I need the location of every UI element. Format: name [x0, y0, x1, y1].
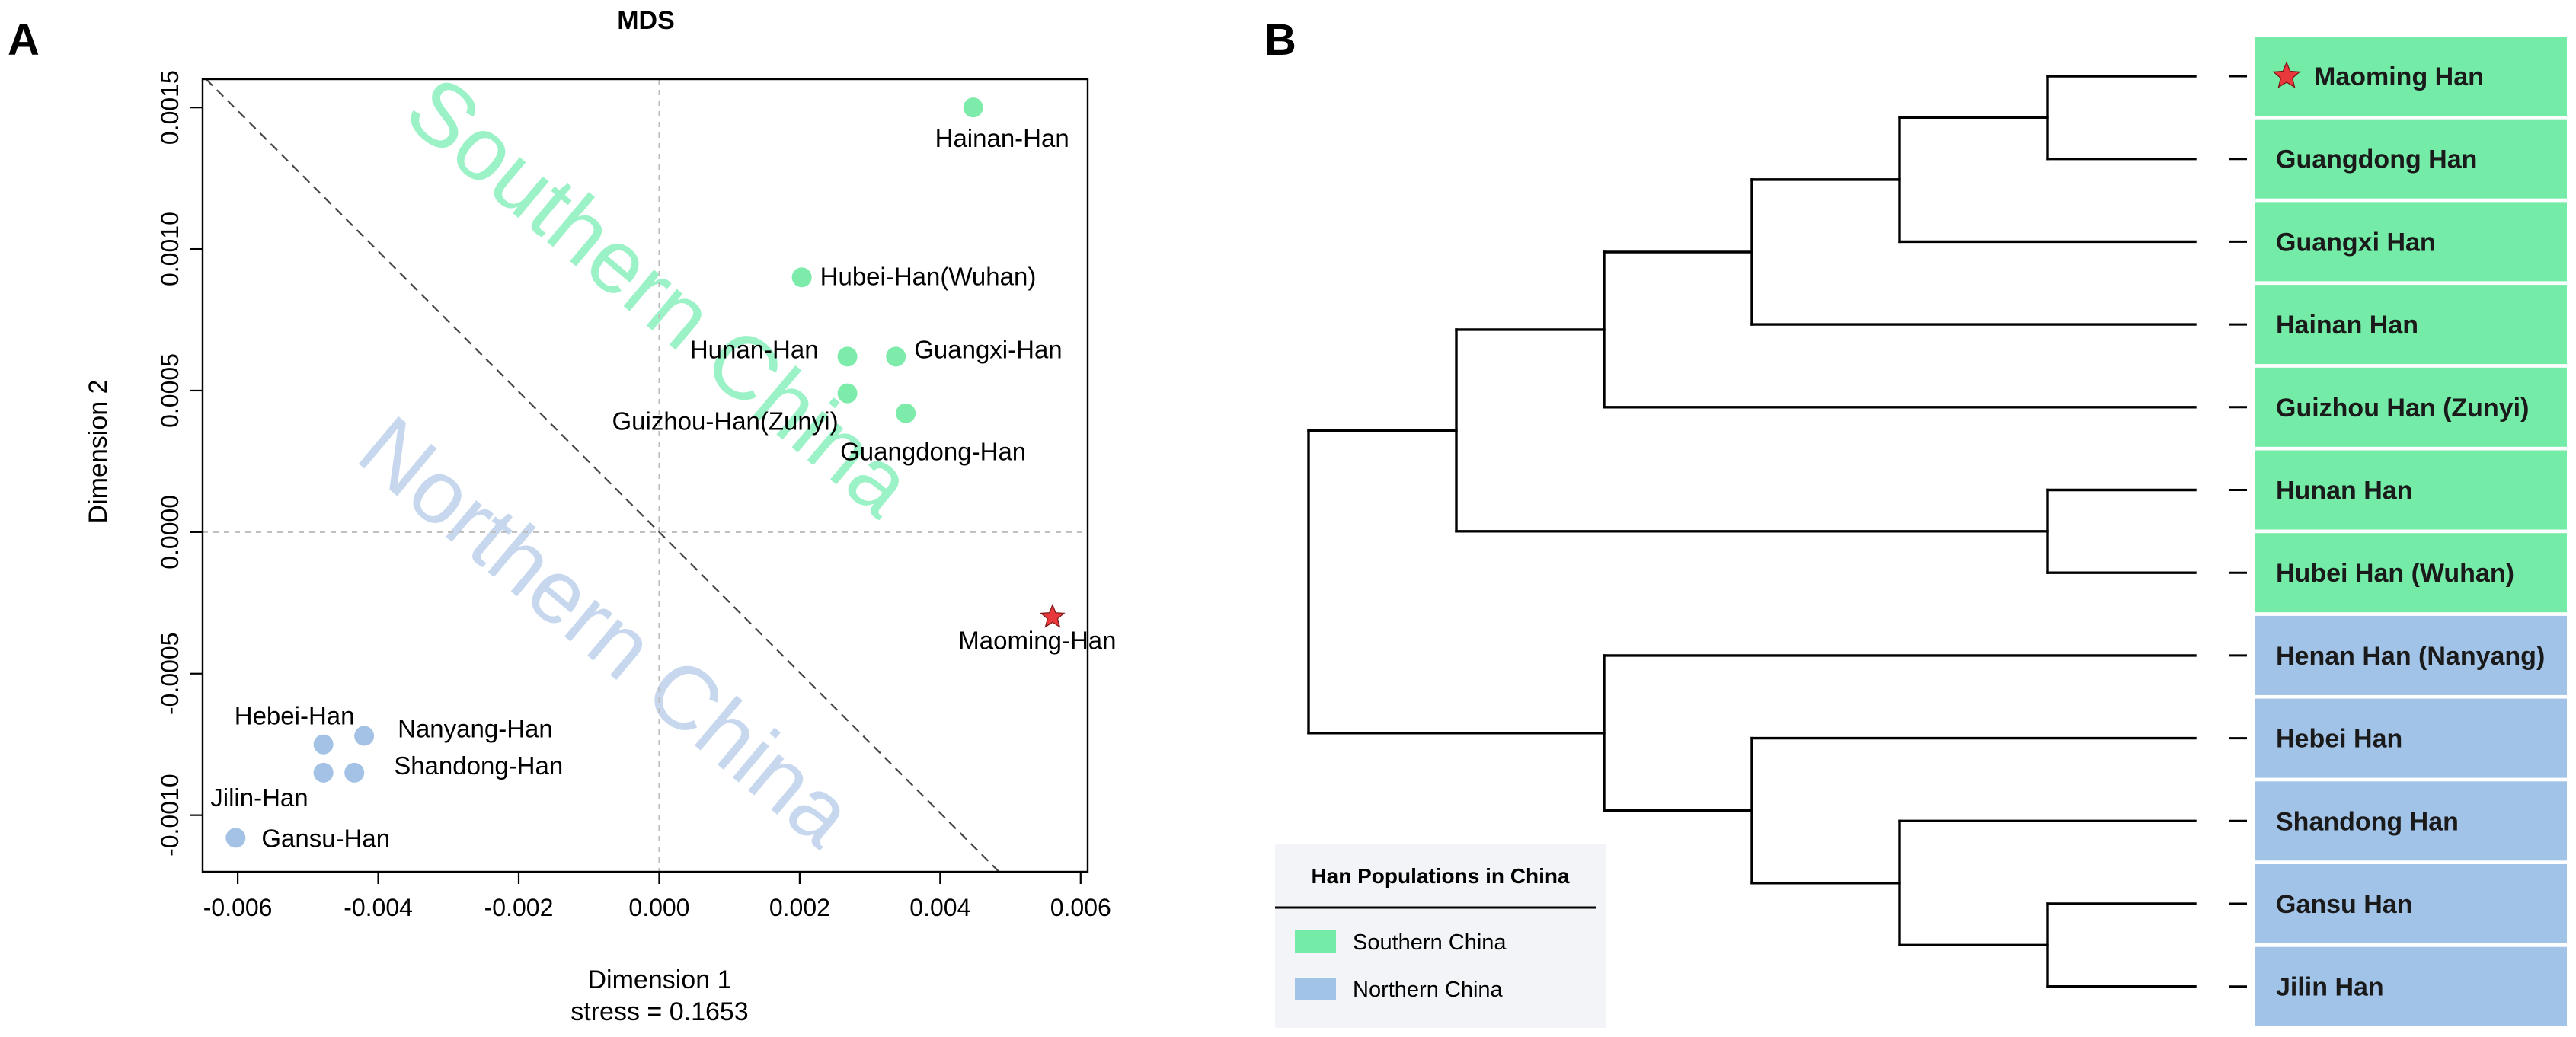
- x-axis-label: Dimension 1: [588, 965, 732, 994]
- point-nanyang-han: [354, 726, 375, 746]
- legend-swatch-northern: [1295, 978, 1336, 1000]
- leaf-strip-hainan-han: [2255, 285, 2567, 365]
- x-tick-label: -0.004: [344, 894, 413, 921]
- panel-a-letter: A: [8, 15, 40, 65]
- legend: Han Populations in China Southern China …: [1275, 844, 1606, 1028]
- point-hunan-han: [837, 346, 858, 367]
- plot-frame: [201, 78, 1089, 873]
- leaf-label-hunan-han: Hunan Han: [2276, 477, 2412, 506]
- point-label-guizhou-han-zunyi: Guizhou-Han(Zunyi): [612, 407, 838, 436]
- point-hebei-han: [313, 734, 334, 755]
- leaf-label-hubei-han-wuhan: Hubei Han (Wuhan): [2276, 559, 2514, 588]
- y-tick-label: 0.0000: [156, 495, 184, 570]
- leaf-label-guangdong-han: Guangdong Han: [2276, 145, 2477, 174]
- point-guangdong-han: [896, 403, 916, 423]
- stress-note: stress = 0.1653: [570, 997, 748, 1026]
- leaf-strip-guangdong-han: [2255, 119, 2567, 199]
- point-star-maoming-han: [1040, 603, 1066, 628]
- legend-title: Han Populations in China: [1311, 864, 1570, 888]
- leaf-strip-hunan-han: [2255, 450, 2567, 530]
- y-tick-label: 0.0015: [156, 70, 184, 145]
- x-tick-label: 0.006: [1050, 894, 1111, 921]
- x-tick-label: -0.002: [484, 894, 554, 921]
- legend-label-northern: Northern China: [1353, 978, 1504, 1002]
- diagonal-separator: [205, 78, 1000, 873]
- legend-swatch-southern: [1295, 930, 1336, 953]
- point-shandong-han: [344, 762, 365, 783]
- point-label-hainan-han: Hainan-Han: [935, 124, 1069, 152]
- point-guangxi-han: [886, 346, 906, 367]
- y-axis-ticks: -0.0010 -0.0005 0.0000 0.0005 0.0010 0.0015: [156, 70, 203, 857]
- leaf-strip-shandong-han: [2255, 781, 2567, 861]
- y-tick-label: 0.0005: [156, 353, 184, 428]
- leaf-strip-maoming-han: [2255, 37, 2567, 116]
- x-axis-ticks: -0.006 -0.004 -0.002 0.000 0.002 0.004 0.006: [203, 872, 1111, 921]
- point-label-hubei-han-wuhan: Hubei-Han(Wuhan): [820, 262, 1037, 290]
- y-axis-label: Dimension 2: [84, 380, 113, 524]
- leaf-strip-guangxi-han: [2255, 202, 2567, 282]
- leaf-label-hainan-han: Hainan Han: [2276, 311, 2418, 340]
- point-label-gansu-han: Gansu-Han: [261, 824, 390, 852]
- leaf-strip-henan-han-nanyang: [2255, 615, 2567, 695]
- y-tick-label: -0.0010: [156, 774, 184, 857]
- leaf-label-maoming-han: Maoming Han: [2314, 62, 2484, 91]
- leaf-label-shandong-han: Shandong Han: [2276, 807, 2459, 836]
- panel-b-letter: B: [1264, 15, 1296, 65]
- point-gansu-han: [225, 828, 246, 848]
- x-tick-label: -0.006: [203, 894, 273, 921]
- leaf-label-guizhou-han-zunyi: Guizhou Han (Zunyi): [2276, 394, 2529, 423]
- leaf-strip-hebei-han: [2255, 698, 2567, 778]
- point-label-nanyang-han: Nanyang-Han: [398, 715, 553, 743]
- leaf-label-gansu-han: Gansu Han: [2276, 890, 2412, 919]
- leaf-label-henan-han-nanyang: Henan Han (Nanyang): [2276, 642, 2545, 671]
- x-tick-label: 0.000: [628, 894, 689, 921]
- dendrogram-tree: [1307, 75, 2197, 988]
- point-label-guangdong-han: Guangdong-Han: [840, 438, 1026, 466]
- x-tick-label: 0.004: [909, 894, 970, 921]
- leaf-strip-gansu-han: [2255, 864, 2567, 943]
- legend-label-southern: Southern China: [1353, 930, 1507, 955]
- leaf-label-guangxi-han: Guangxi Han: [2276, 228, 2436, 257]
- y-tick-label: -0.0005: [156, 632, 184, 715]
- point-label-maoming-han: Maoming-Han: [958, 626, 1116, 654]
- point-label-guangxi-han: Guangxi-Han: [914, 335, 1062, 363]
- leaf-strip-guizhou-han-zunyi: [2255, 367, 2567, 447]
- y-tick-label: 0.0010: [156, 212, 184, 286]
- leaf-label-jilin-han: Jilin Han: [2276, 973, 2384, 1002]
- point-hubei-han-wuhan: [791, 267, 812, 288]
- point-label-jilin-han: Jilin-Han: [210, 783, 308, 812]
- mds-panel: A MDS Southern China Northern China -0.0…: [8, 6, 1117, 1026]
- point-label-shandong-han: Shandong-Han: [394, 751, 563, 780]
- mds-title: MDS: [617, 6, 675, 35]
- leaf-strip-jilin-han: [2255, 946, 2567, 1026]
- point-hainan-han: [963, 97, 983, 118]
- leaf-label-hebei-han: Hebei Han: [2276, 725, 2402, 754]
- point-label-hunan-han: Hunan-Han: [690, 335, 819, 363]
- zero-gridlines: [203, 79, 1088, 872]
- point-jilin-han: [313, 762, 334, 783]
- point-label-hebei-han: Hebei-Han: [235, 702, 355, 730]
- point-guizhou-han-zunyi: [837, 383, 858, 404]
- x-tick-label: 0.002: [769, 894, 830, 921]
- leaf-strip-hubei-han-wuhan: [2255, 533, 2567, 613]
- leaf-star-icon: [2272, 61, 2301, 88]
